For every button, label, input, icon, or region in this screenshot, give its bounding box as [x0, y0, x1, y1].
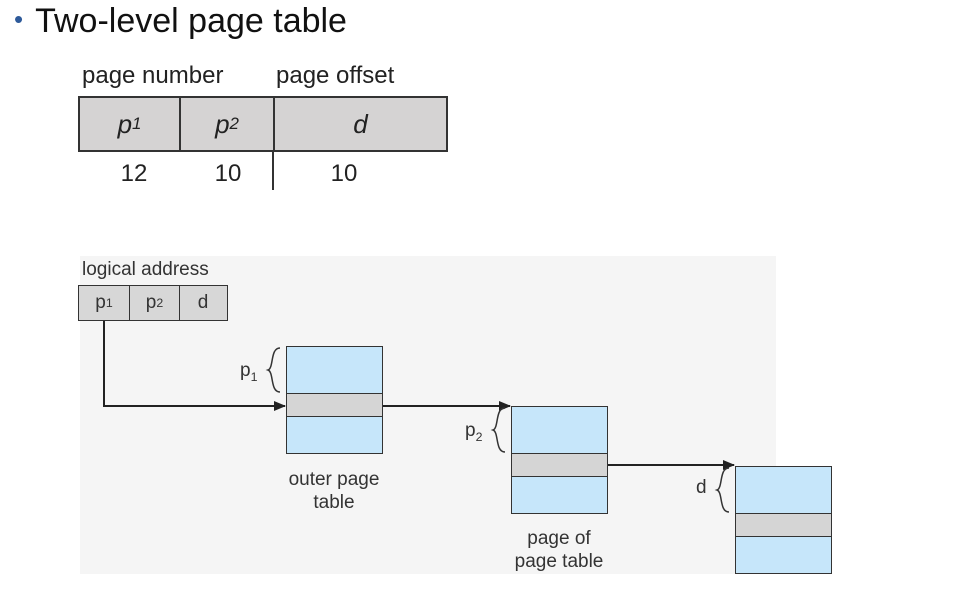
- arrow-p1: [103, 321, 286, 411]
- page-offset-label: page offset: [276, 62, 395, 89]
- memory-page: [735, 466, 832, 574]
- bits-p1: 12: [120, 160, 148, 187]
- page-of-page-table-entry: [512, 453, 607, 477]
- brace-label-p2: p2: [465, 420, 483, 444]
- bits-p2: 10: [214, 160, 242, 187]
- brace-label-p1: p1: [240, 360, 258, 384]
- outer-table-entry: [287, 393, 382, 417]
- page-of-page-table-caption: page of page table: [514, 528, 604, 572]
- brace-label-d: d: [696, 477, 707, 498]
- title-text: Two-level page table: [35, 2, 347, 40]
- bullet-icon: •: [14, 4, 24, 34]
- outer-page-table-caption: outer page table: [288, 469, 380, 513]
- slide-title: • Two-level page table: [14, 2, 347, 41]
- logical-address-label: logical address: [82, 259, 209, 280]
- bits-d: 10: [330, 160, 358, 187]
- brace-d: [714, 467, 730, 513]
- address-field-d: d: [197, 292, 209, 313]
- page-of-page-table: [511, 406, 608, 514]
- memory-page-entry: [736, 513, 831, 537]
- brace-p1: [265, 347, 281, 393]
- brace-p2: [490, 407, 506, 453]
- page-number-label: page number: [82, 62, 224, 89]
- field-d: d: [353, 108, 368, 139]
- outer-page-table: [286, 346, 383, 454]
